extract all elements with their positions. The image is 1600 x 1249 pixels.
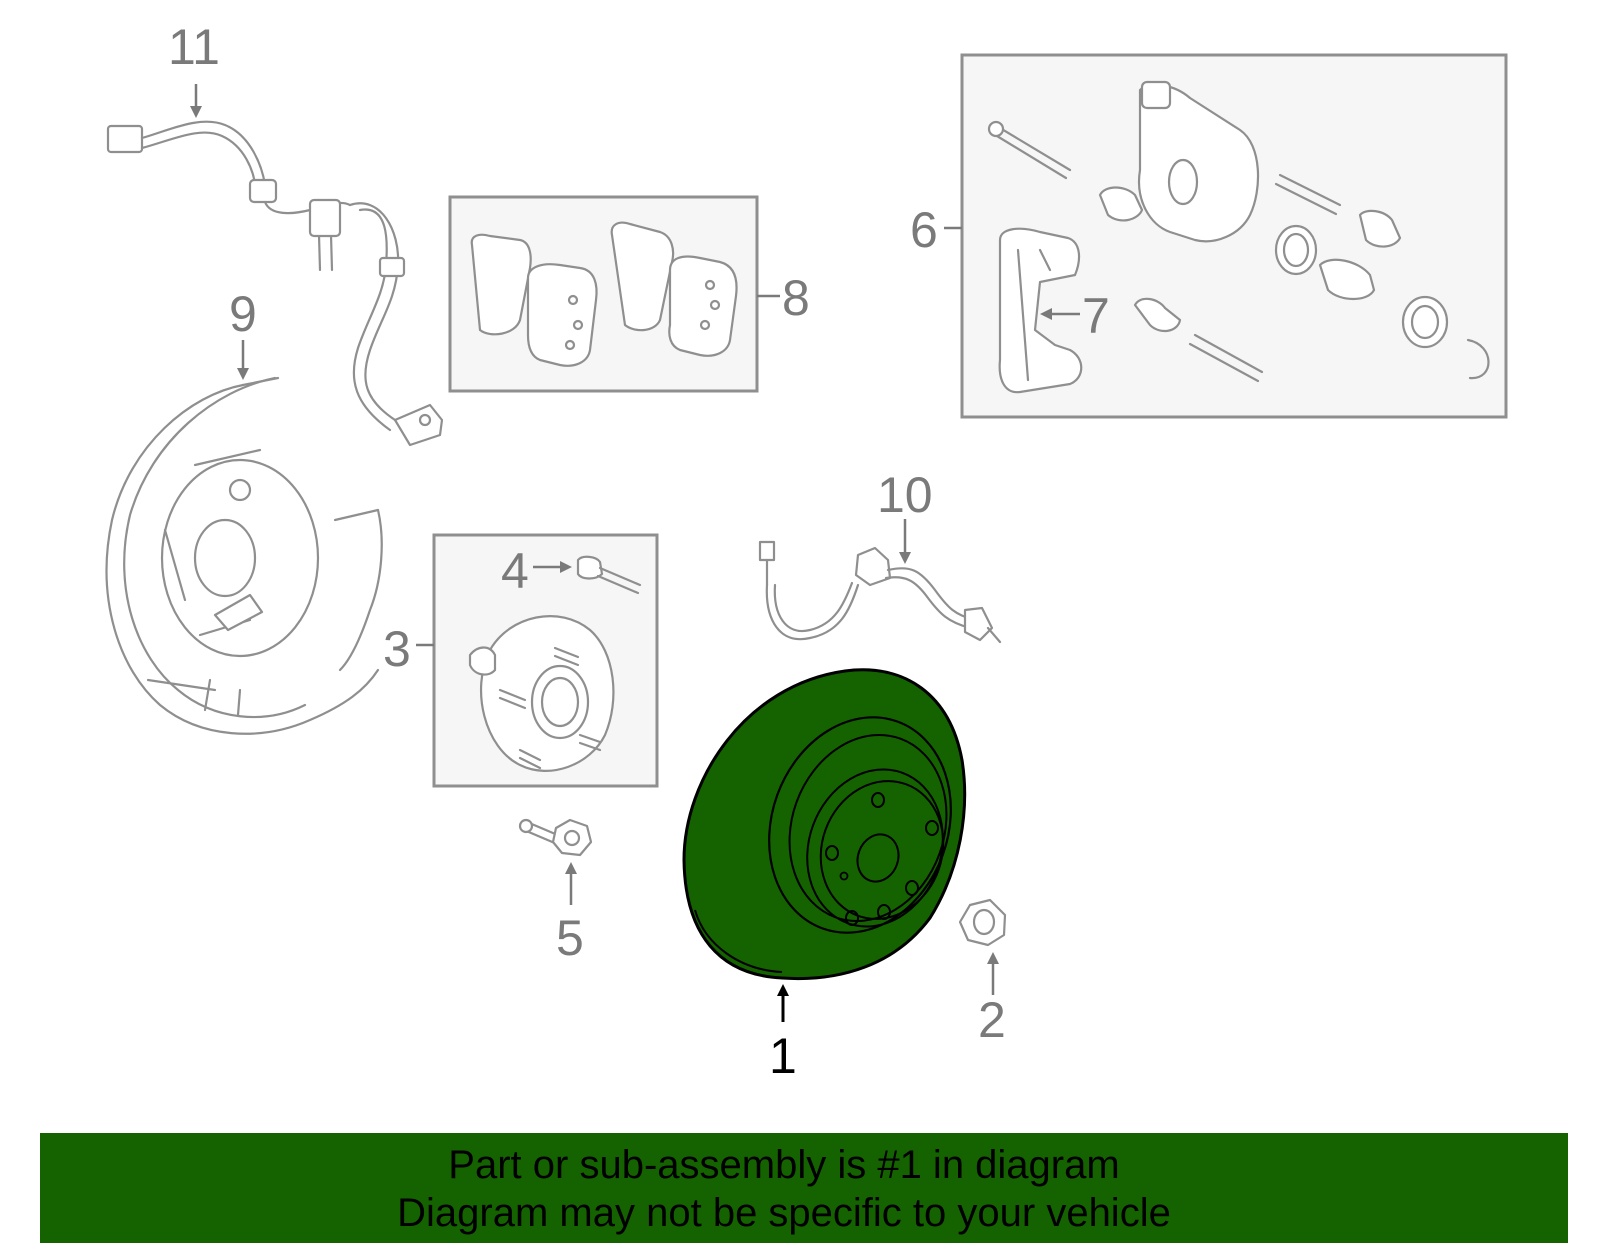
brake-hose[interactable]	[758, 540, 1002, 644]
callout-8[interactable]: 8	[782, 270, 810, 326]
callout-10[interactable]: 10	[877, 467, 933, 523]
dust-shield[interactable]	[105, 376, 383, 735]
callout-3[interactable]: 3	[383, 621, 411, 677]
callout-1[interactable]: 1	[769, 1028, 797, 1084]
callout-1-arrowhead	[777, 984, 789, 996]
mounting-bolt[interactable]	[518, 818, 593, 857]
brake-rotor[interactable]	[682, 668, 980, 981]
banner-line-2: Diagram may not be specific to your vehi…	[397, 1191, 1171, 1235]
callout-7-arrowhead	[1040, 308, 1052, 320]
callout-11-arrowhead	[190, 106, 202, 118]
lug-nut[interactable]	[958, 898, 1007, 947]
callout-11[interactable]: 11	[168, 19, 220, 75]
info-banner: Part or sub-assembly is #1 in diagram Di…	[40, 1133, 1568, 1243]
callout-4[interactable]: 4	[501, 543, 529, 599]
banner-line-1: Part or sub-assembly is #1 in diagram	[448, 1143, 1120, 1187]
abs-sensor-harness[interactable]	[106, 120, 444, 447]
caliper-assembly[interactable]	[987, 80, 1490, 394]
brake-pads[interactable]	[470, 221, 738, 367]
callout-6[interactable]: 6	[910, 202, 938, 258]
callout-5-arrowhead	[565, 862, 577, 874]
callout-4-arrowhead	[560, 561, 572, 573]
callout-5[interactable]: 5	[556, 910, 584, 966]
callout-2-arrowhead	[987, 952, 999, 964]
callout-10-arrowhead	[899, 552, 911, 564]
callout-2[interactable]: 2	[978, 992, 1006, 1048]
callout-7[interactable]: 7	[1082, 288, 1110, 344]
hub-bearing-assembly[interactable]	[468, 555, 642, 772]
callout-9[interactable]: 9	[229, 286, 257, 342]
callout-9-arrowhead	[237, 368, 249, 380]
